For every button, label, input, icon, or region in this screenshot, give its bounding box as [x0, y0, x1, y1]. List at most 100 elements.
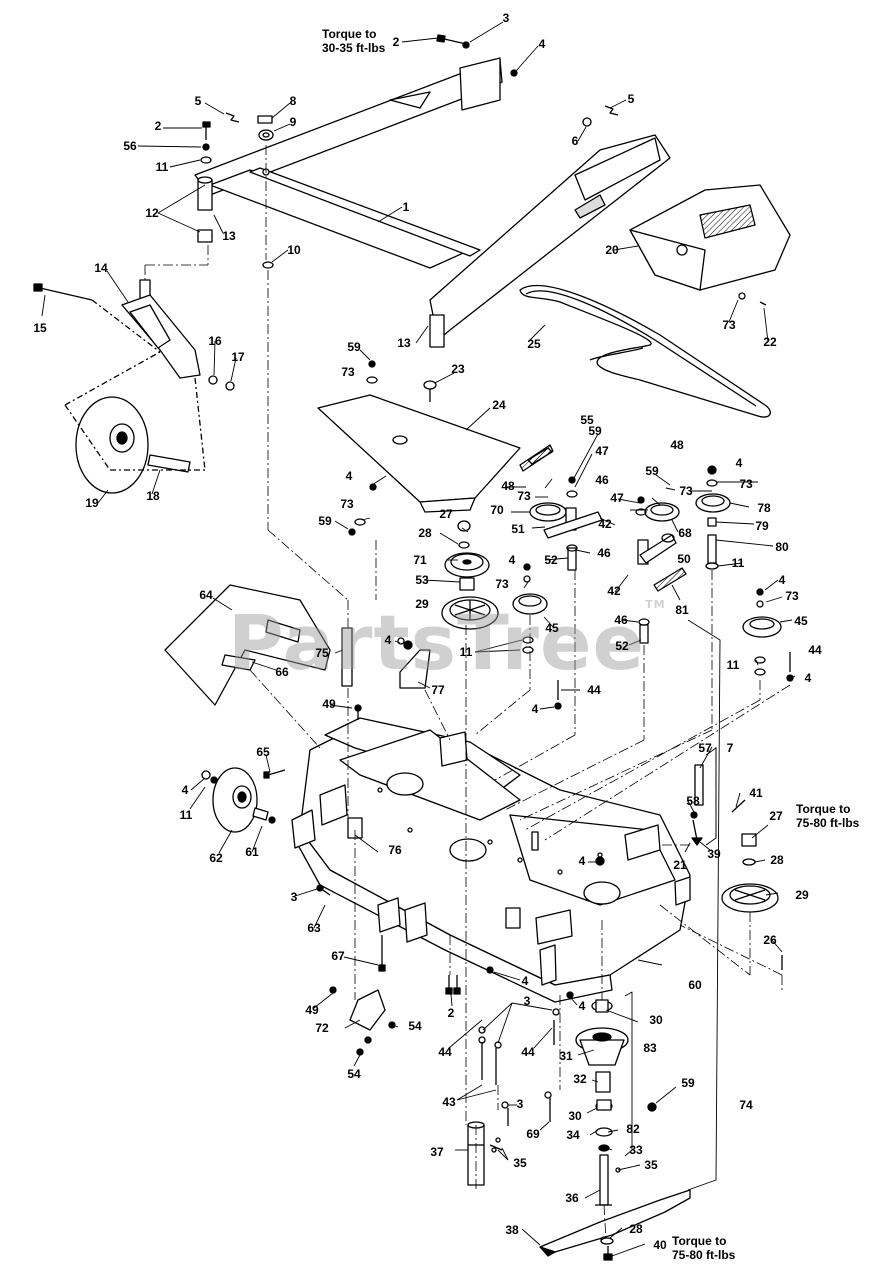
callout-48: 48 — [670, 438, 684, 452]
torque-note-right: Torque to 75-80 ft-lbs — [796, 802, 859, 830]
callout-65: 65 — [256, 745, 270, 759]
callout-44: 44 — [438, 1045, 452, 1059]
callout-36: 36 — [565, 1191, 579, 1205]
callout-79: 79 — [755, 519, 769, 533]
mower-blade — [539, 1189, 691, 1261]
callout-22: 22 — [763, 335, 777, 349]
callout-13: 13 — [397, 336, 411, 350]
callout-33: 33 — [629, 1143, 643, 1157]
callout-5: 5 — [194, 94, 202, 108]
callout-59: 59 — [645, 464, 659, 478]
callout-68: 68 — [678, 526, 692, 540]
callout-83: 83 — [643, 1041, 657, 1055]
callout-45: 45 — [794, 614, 808, 628]
callout-30: 30 — [649, 1013, 663, 1027]
callout-13: 13 — [222, 229, 236, 243]
callout-44: 44 — [587, 683, 601, 697]
callout-4: 4 — [578, 854, 586, 868]
caster-assembly — [33, 279, 235, 494]
callout-49: 49 — [305, 1003, 319, 1017]
anti-scalp-bracket — [329, 935, 396, 1056]
callout-4: 4 — [578, 999, 586, 1013]
watermark: PartsTreeTM — [228, 598, 666, 687]
torque-note-top: Torque to 30-35 ft-lbs — [322, 27, 385, 55]
callout-29: 29 — [795, 888, 809, 902]
callout-2: 2 — [154, 119, 162, 133]
callout-60: 60 — [688, 978, 702, 992]
callout-4: 4 — [508, 553, 516, 567]
callout-18: 18 — [146, 489, 160, 503]
spindle-shaft-37 — [467, 1121, 503, 1186]
torque-note-right-line2: 75-80 ft-lbs — [796, 816, 860, 830]
callout-3: 3 — [523, 994, 531, 1008]
callout-48: 48 — [501, 479, 515, 493]
callout-19: 19 — [85, 496, 99, 510]
hitch-frame — [194, 57, 671, 348]
callout-82: 82 — [626, 1122, 640, 1136]
callout-9: 9 — [289, 115, 297, 129]
callout-78: 78 — [757, 501, 771, 515]
callout-73: 73 — [739, 477, 753, 491]
callout-2: 2 — [392, 35, 400, 49]
callout-23: 23 — [451, 362, 465, 376]
callout-67: 67 — [331, 949, 345, 963]
callout-12: 12 — [145, 206, 159, 220]
callout-4: 4 — [538, 37, 546, 51]
callout-28: 28 — [418, 526, 432, 540]
callout-21: 21 — [673, 858, 687, 872]
callout-73: 73 — [722, 318, 736, 332]
hitch-hardware — [200, 34, 619, 269]
callout-24: 24 — [492, 398, 506, 412]
callout-41: 41 — [749, 786, 763, 800]
callout-28: 28 — [629, 1222, 643, 1236]
deck-bolts — [354, 652, 794, 1126]
callout-77: 77 — [431, 683, 445, 697]
callout-4: 4 — [804, 671, 812, 685]
callout-20: 20 — [605, 243, 619, 257]
callout-11: 11 — [731, 556, 745, 570]
callout-42: 42 — [598, 517, 612, 531]
callout-4: 4 — [181, 783, 189, 797]
baffle-bracket — [397, 637, 431, 689]
torque-note-top-line2: 30-35 ft-lbs — [322, 41, 386, 55]
callout-34: 34 — [566, 1128, 580, 1142]
side-baffle — [164, 584, 331, 706]
callout-4: 4 — [735, 456, 743, 470]
callout-11: 11 — [726, 658, 740, 672]
callout-25: 25 — [527, 337, 541, 351]
callout-73: 73 — [340, 497, 354, 511]
callout-81: 81 — [675, 603, 689, 617]
callout-17: 17 — [231, 350, 245, 364]
torque-note-right-line1: Torque to — [796, 802, 851, 816]
callout-59: 59 — [681, 1076, 695, 1090]
callout-32: 32 — [573, 1072, 587, 1086]
gauge-wheel — [201, 767, 331, 896]
callout-47: 47 — [610, 491, 624, 505]
callout-74: 74 — [739, 1098, 753, 1112]
callout-62: 62 — [209, 851, 223, 865]
callout-59: 59 — [347, 340, 361, 354]
torque-note-bottom: Torque to 75-80 ft-lbs — [672, 1234, 735, 1262]
callout-14: 14 — [94, 261, 108, 275]
callout-44: 44 — [808, 643, 822, 657]
callout-37: 37 — [430, 1145, 444, 1159]
callout-73: 73 — [679, 484, 693, 498]
callout-52: 52 — [615, 639, 629, 653]
callout-3: 3 — [516, 1097, 524, 1111]
callout-49: 49 — [322, 697, 336, 711]
callout-50: 50 — [677, 552, 691, 566]
callout-15: 15 — [33, 321, 47, 335]
callout-73: 73 — [785, 589, 799, 603]
callout-28: 28 — [770, 853, 784, 867]
callout-11: 11 — [179, 808, 193, 822]
callout-64: 64 — [199, 588, 213, 602]
callout-55: 55 — [580, 413, 594, 427]
callout-73: 73 — [495, 577, 509, 591]
callout-80: 80 — [775, 540, 789, 554]
callout-72: 72 — [315, 1021, 329, 1035]
callout-35: 35 — [644, 1158, 658, 1172]
callout-11: 11 — [155, 160, 169, 174]
callout-69: 69 — [526, 1127, 540, 1141]
callout-45: 45 — [545, 621, 559, 635]
